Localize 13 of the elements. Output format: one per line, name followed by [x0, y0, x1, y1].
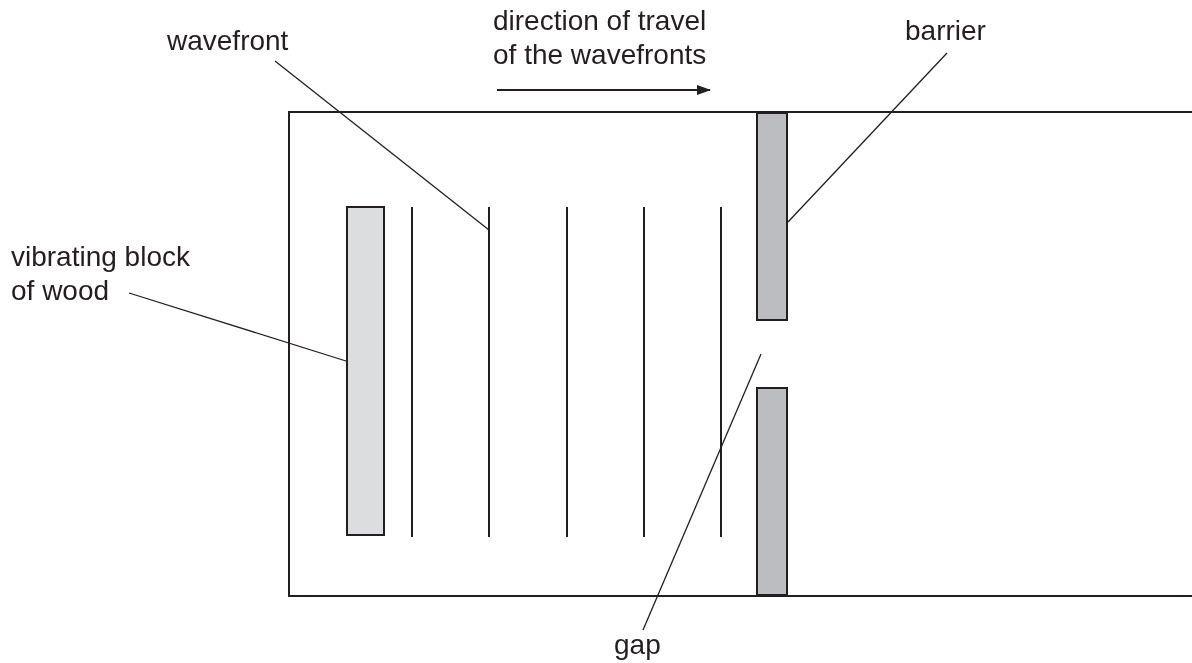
barrier — [756, 112, 788, 321]
label-text: gap — [614, 628, 661, 662]
leader-line — [274, 60, 490, 231]
barrier — [756, 387, 788, 596]
wavefront-line — [488, 207, 490, 537]
label-text: vibrating block of wood — [11, 240, 216, 308]
label-text: direction of travel of the wavefronts — [493, 4, 708, 72]
leader-line — [128, 292, 347, 362]
label-text: barrier — [905, 14, 986, 48]
vibrating-block — [346, 206, 385, 536]
leader-line — [642, 353, 762, 631]
label-text: wavefront — [167, 24, 289, 58]
leader-line — [787, 52, 948, 223]
